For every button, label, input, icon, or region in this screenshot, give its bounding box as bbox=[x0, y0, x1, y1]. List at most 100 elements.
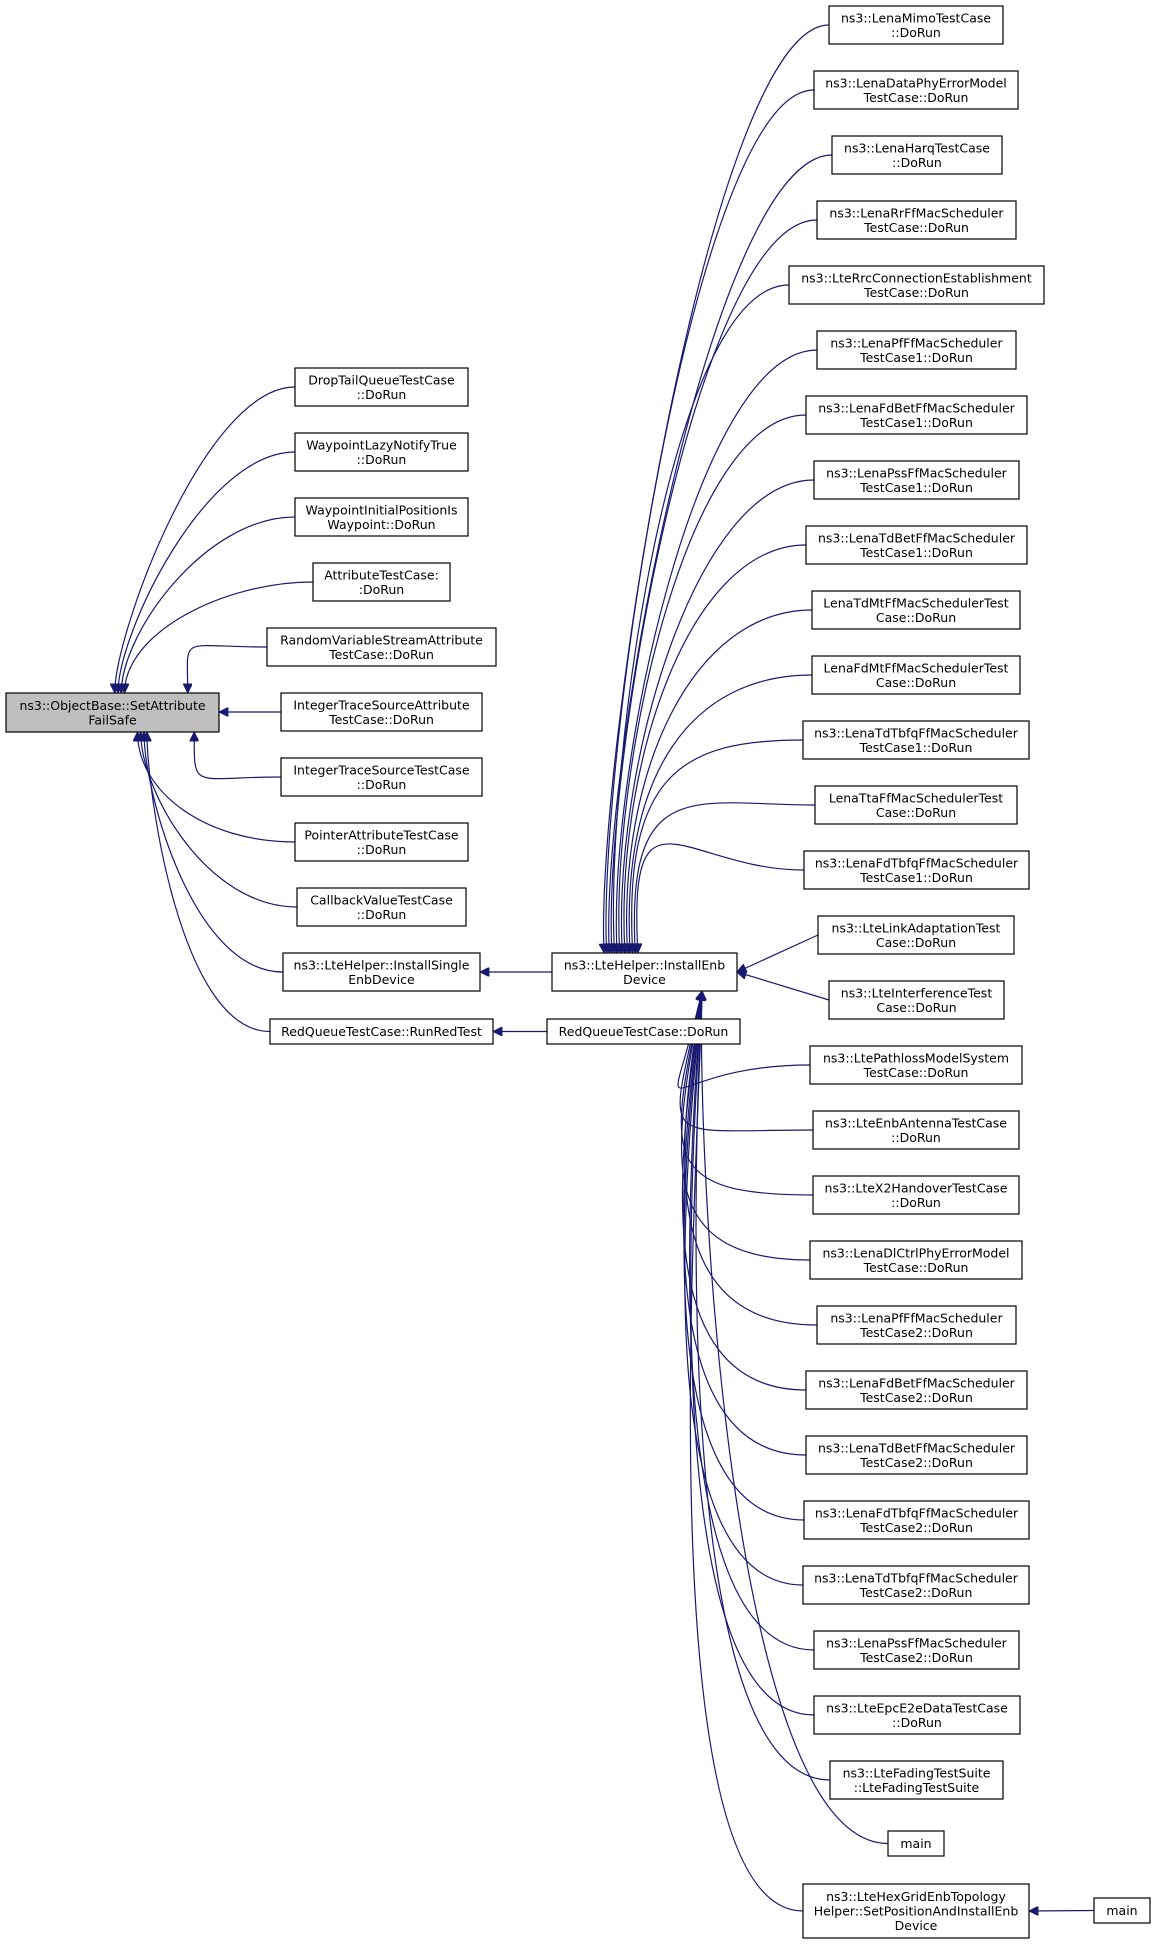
node-c24[interactable]: ns3::LenaFdTbfqFfMacSchedulerTestCase2::… bbox=[803, 1500, 1030, 1540]
node-c28[interactable]: ns3::LteFadingTestSuite::LteFadingTestSu… bbox=[829, 1760, 1004, 1800]
edge-c27-to-installenb bbox=[690, 991, 815, 1716]
node-label-line: ns3::LteLinkAdaptationTest bbox=[832, 920, 1001, 935]
node-label-line: Waypoint::DoRun bbox=[327, 517, 435, 532]
node-attributetest[interactable]: AttributeTestCase::DoRun bbox=[312, 562, 451, 602]
node-c17[interactable]: ns3::LtePathlossModelSystemTestCase::DoR… bbox=[809, 1045, 1023, 1085]
node-c22[interactable]: ns3::LenaFdBetFfMacSchedulerTestCase2::D… bbox=[805, 1370, 1028, 1410]
node-c26[interactable]: ns3::LenaPssFfMacSchedulerTestCase2::DoR… bbox=[813, 1630, 1020, 1670]
node-box bbox=[816, 330, 1017, 370]
edge-c2-to-installenb bbox=[606, 89, 815, 953]
node-label-line: ns3::LenaDlCtrlPhyErrorModel bbox=[822, 1245, 1009, 1260]
node-box bbox=[280, 757, 483, 797]
node-c7[interactable]: ns3::LenaFdBetFfMacSchedulerTestCase1::D… bbox=[805, 395, 1028, 435]
node-c23[interactable]: ns3::LenaTdBetFfMacSchedulerTestCase2::D… bbox=[805, 1435, 1028, 1475]
node-box bbox=[5, 692, 220, 733]
node-label-line: ns3::LteHelper::InstallEnb bbox=[564, 957, 725, 972]
node-label-line: ns3::LteX2HandoverTestCase bbox=[825, 1180, 1008, 1195]
node-c19[interactable]: ns3::LteX2HandoverTestCase::DoRun bbox=[812, 1175, 1020, 1215]
node-box bbox=[803, 1500, 1030, 1540]
edge-c26-to-installenb bbox=[689, 991, 815, 1651]
node-box bbox=[802, 1565, 1030, 1605]
node-box bbox=[269, 1018, 494, 1045]
node-box bbox=[887, 1830, 945, 1857]
node-label-line: ns3::LenaTdTbfqFfMacScheduler bbox=[814, 725, 1019, 740]
node-label-line: ns3::LenaDataPhyErrorModel bbox=[825, 75, 1007, 90]
node-label-line: Device bbox=[895, 1918, 938, 1933]
node-c27[interactable]: ns3::LteEpcE2eDataTestCase::DoRun bbox=[813, 1695, 1021, 1735]
node-inttrace[interactable]: IntegerTraceSourceTestCase::DoRun bbox=[280, 757, 483, 797]
node-box bbox=[294, 822, 469, 862]
node-box bbox=[294, 497, 469, 537]
node-label-line: TestCase2::DoRun bbox=[859, 1520, 973, 1535]
node-c14[interactable]: ns3::LenaFdTbfqFfMacSchedulerTestCase1::… bbox=[803, 850, 1030, 890]
node-droptail[interactable]: DropTailQueueTestCase::DoRun bbox=[294, 367, 469, 407]
node-callbackval[interactable]: CallbackValueTestCase::DoRun bbox=[296, 887, 467, 927]
edge-droptail-to-root bbox=[115, 386, 296, 693]
node-label-line: ns3::LteEnbAntennaTestCase bbox=[825, 1115, 1007, 1130]
node-c1[interactable]: ns3::LenaMimoTestCase::DoRun bbox=[828, 5, 1004, 45]
node-box bbox=[1093, 1897, 1151, 1924]
node-waypointlazy[interactable]: WaypointLazyNotifyTrue::DoRun bbox=[294, 432, 469, 472]
node-box bbox=[812, 1175, 1020, 1215]
node-box bbox=[831, 135, 1003, 175]
node-pointerattr[interactable]: PointerAttributeTestCase::DoRun bbox=[294, 822, 469, 862]
node-label-line: Case::DoRun bbox=[876, 1000, 956, 1015]
node-box bbox=[805, 1435, 1028, 1475]
node-label-line: LenaFdMtFfMacSchedulerTest bbox=[824, 660, 1009, 675]
node-label-line: ns3::LteFadingTestSuite bbox=[843, 1765, 991, 1780]
node-c2[interactable]: ns3::LenaDataPhyErrorModelTestCase::DoRu… bbox=[813, 70, 1019, 110]
node-c9[interactable]: ns3::LenaTdBetFfMacSchedulerTestCase1::D… bbox=[805, 525, 1028, 565]
node-label-line: TestCase::DoRun bbox=[863, 285, 969, 300]
node-c5[interactable]: ns3::LteRrcConnectionEstablishmentTestCa… bbox=[788, 265, 1045, 305]
node-c30[interactable]: ns3::LteHexGridEnbTopologyHelper::SetPos… bbox=[802, 1883, 1030, 1939]
node-randomvar[interactable]: RandomVariableStreamAttributeTestCase::D… bbox=[266, 627, 497, 667]
node-box bbox=[805, 395, 1028, 435]
node-label-line: Case::DoRun bbox=[876, 935, 956, 950]
node-label-line: TestCase1::DoRun bbox=[859, 545, 973, 560]
node-c6[interactable]: ns3::LenaPfFfMacSchedulerTestCase1::DoRu… bbox=[816, 330, 1017, 370]
edge-c10-to-installenb bbox=[627, 609, 813, 953]
node-label-line: TestCase2::DoRun bbox=[859, 1325, 973, 1340]
node-c8[interactable]: ns3::LenaPssFfMacSchedulerTestCase1::DoR… bbox=[813, 460, 1020, 500]
node-box bbox=[813, 1695, 1021, 1735]
node-label-line: TestCase2::DoRun bbox=[859, 1390, 973, 1405]
node-box bbox=[811, 590, 1021, 630]
node-runredtest[interactable]: RedQueueTestCase::RunRedTest bbox=[269, 1018, 494, 1045]
edge-c16-to-installenb bbox=[737, 972, 830, 1001]
node-c21[interactable]: ns3::LenaPfFfMacSchedulerTestCase2::DoRu… bbox=[816, 1305, 1017, 1345]
node-inttraceattr[interactable]: IntegerTraceSourceAttributeTestCase::DoR… bbox=[280, 692, 483, 732]
node-box bbox=[809, 1240, 1023, 1280]
edge-c8-to-installenb bbox=[621, 479, 815, 953]
node-c25[interactable]: ns3::LenaTdTbfqFfMacSchedulerTestCase2::… bbox=[802, 1565, 1030, 1605]
node-box bbox=[802, 720, 1030, 760]
edge-c9-to-installenb bbox=[624, 544, 807, 953]
node-label-line: ns3::LteRrcConnectionEstablishment bbox=[801, 270, 1032, 285]
node-redqueuedorun[interactable]: RedQueueTestCase::DoRun bbox=[546, 1018, 741, 1045]
node-label-line: TestCase2::DoRun bbox=[859, 1455, 973, 1470]
node-label-line: ::DoRun bbox=[892, 155, 942, 170]
node-label-line: TestCase1::DoRun bbox=[859, 870, 973, 885]
node-label-line: ns3::LenaMimoTestCase bbox=[841, 10, 991, 25]
node-c29[interactable]: main bbox=[887, 1830, 945, 1857]
node-main2[interactable]: main bbox=[1093, 1897, 1151, 1924]
node-label-line: ns3::LenaFdBetFfMacScheduler bbox=[818, 1375, 1015, 1390]
node-c18[interactable]: ns3::LteEnbAntennaTestCase::DoRun bbox=[812, 1110, 1020, 1150]
node-box bbox=[803, 850, 1030, 890]
node-box bbox=[296, 887, 467, 927]
node-box bbox=[546, 1018, 741, 1045]
node-c20[interactable]: ns3::LenaDlCtrlPhyErrorModelTestCase::Do… bbox=[809, 1240, 1023, 1280]
node-c12[interactable]: ns3::LenaTdTbfqFfMacSchedulerTestCase1::… bbox=[802, 720, 1030, 760]
node-box bbox=[312, 562, 451, 602]
node-label-line: ::DoRun bbox=[357, 907, 407, 922]
node-c3[interactable]: ns3::LenaHarqTestCase::DoRun bbox=[831, 135, 1003, 175]
